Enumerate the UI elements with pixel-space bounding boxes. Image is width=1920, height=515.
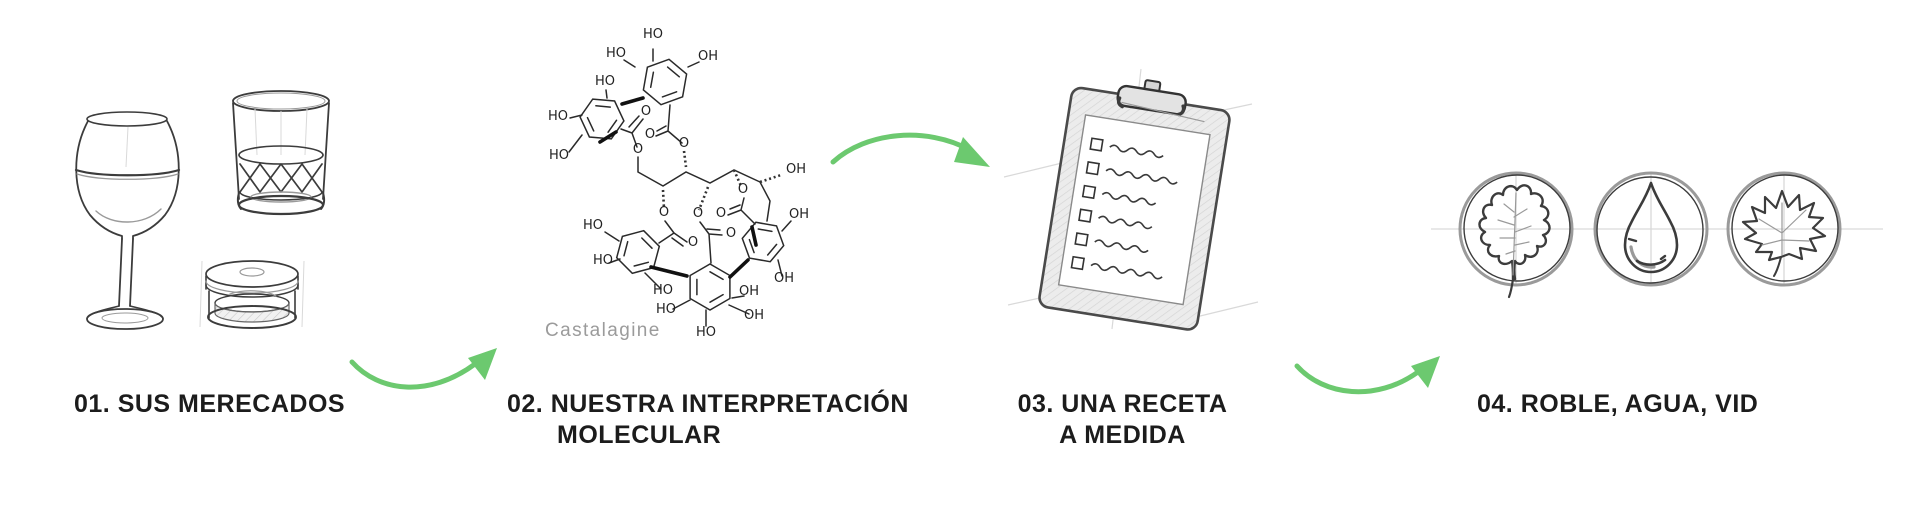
svg-text:O: O xyxy=(659,205,669,220)
molecule-bonds xyxy=(568,48,792,327)
svg-text:HO: HO xyxy=(593,253,613,268)
svg-text:O: O xyxy=(633,142,643,157)
glassware-sketch xyxy=(74,90,330,330)
flow-arrow-3-icon xyxy=(1294,356,1440,395)
molecule-caption: Castalagine xyxy=(545,320,661,341)
wine-glass-icon xyxy=(74,111,181,330)
round-jar-icon xyxy=(199,260,305,329)
step-2-line-1: 02. NUESTRA INTERPRETACIÓN xyxy=(507,390,909,418)
svg-text:OH: OH xyxy=(698,49,718,64)
svg-text:O: O xyxy=(679,136,689,151)
step-1-line-1: 01. SUS MERECADOS xyxy=(74,390,346,418)
clipboard-sketch xyxy=(1003,68,1259,331)
flow-arrow-2-icon xyxy=(830,132,990,167)
step-4-line-1: 04. ROBLE, AGUA, VID xyxy=(1477,390,1759,418)
step-2-line-2: MOLECULAR xyxy=(557,421,722,449)
svg-text:HO: HO xyxy=(583,218,603,233)
flow-arrow-1-icon xyxy=(349,348,497,390)
svg-text:HO: HO xyxy=(595,74,615,89)
benzene-rings xyxy=(579,58,785,311)
nature-icons-row xyxy=(1431,171,1883,299)
svg-text:OH: OH xyxy=(744,308,764,323)
svg-text:O: O xyxy=(693,206,703,221)
step-4-label: 04. ROBLE, AGUA, VID xyxy=(1477,389,1758,420)
svg-text:HO: HO xyxy=(643,27,663,42)
svg-text:HO: HO xyxy=(606,46,626,61)
svg-text:OH: OH xyxy=(789,207,809,222)
svg-text:OH: OH xyxy=(786,162,806,177)
svg-text:HO: HO xyxy=(548,109,568,124)
vine-leaf-icon xyxy=(1726,171,1842,287)
svg-text:O: O xyxy=(726,226,736,241)
svg-text:O: O xyxy=(645,127,655,142)
svg-text:O: O xyxy=(688,235,698,250)
step-3-line-1: 03. UNA RECETA xyxy=(1017,390,1228,418)
step-3-line-2: A MEDIDA xyxy=(1059,421,1186,449)
step-2-label: 02. NUESTRA INTERPRETACIÓN MOLECULAR xyxy=(507,389,909,451)
svg-text:O: O xyxy=(738,182,748,197)
svg-text:OH: OH xyxy=(774,271,794,286)
svg-text:HO: HO xyxy=(656,302,676,317)
svg-text:HO: HO xyxy=(549,148,569,163)
step-3-label: 03. UNA RECETA A MEDIDA xyxy=(1010,389,1235,451)
svg-text:OH: OH xyxy=(739,284,759,299)
step-1-label: 01. SUS MERECADOS xyxy=(74,389,345,420)
svg-text:O: O xyxy=(716,206,726,221)
clipboard-icon xyxy=(1038,79,1231,331)
checklist xyxy=(1070,137,1178,280)
water-drop-icon xyxy=(1593,171,1709,287)
svg-text:O: O xyxy=(641,104,651,119)
clipboard-clip xyxy=(1116,79,1205,123)
oak-leaf-icon xyxy=(1458,171,1574,299)
svg-text:HO: HO xyxy=(696,325,716,340)
svg-text:HO: HO xyxy=(653,283,673,298)
guide-line xyxy=(1431,173,1883,286)
whisky-glass-icon xyxy=(232,90,330,216)
